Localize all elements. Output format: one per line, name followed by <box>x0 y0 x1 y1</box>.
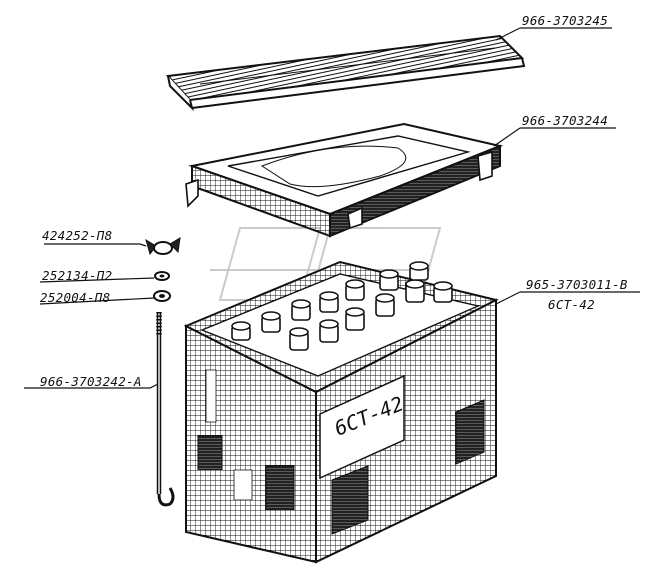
wing-nut <box>145 237 181 256</box>
flat-washer <box>153 290 171 302</box>
filler-caps <box>231 261 453 351</box>
label-tie-rod: 966-3703242-А <box>40 374 142 389</box>
label-strap: 966-3703245 <box>522 13 609 28</box>
label-spring-washer: 252134-П2 <box>42 268 113 283</box>
label-flat-washer: 252004-П8 <box>40 290 111 305</box>
battery-cover <box>185 122 504 238</box>
label-battery-part: 965-3703011-В <box>526 277 628 292</box>
spring-washer <box>154 271 170 281</box>
tie-rod <box>156 312 175 507</box>
label-battery-model: 6СТ-42 <box>548 297 595 312</box>
battery <box>183 260 499 564</box>
leader-lines <box>24 27 640 389</box>
label-wing-nut: 424252-П8 <box>42 228 113 243</box>
label-cover: 966-3703244 <box>522 113 609 128</box>
hold-down-strap <box>165 34 526 112</box>
